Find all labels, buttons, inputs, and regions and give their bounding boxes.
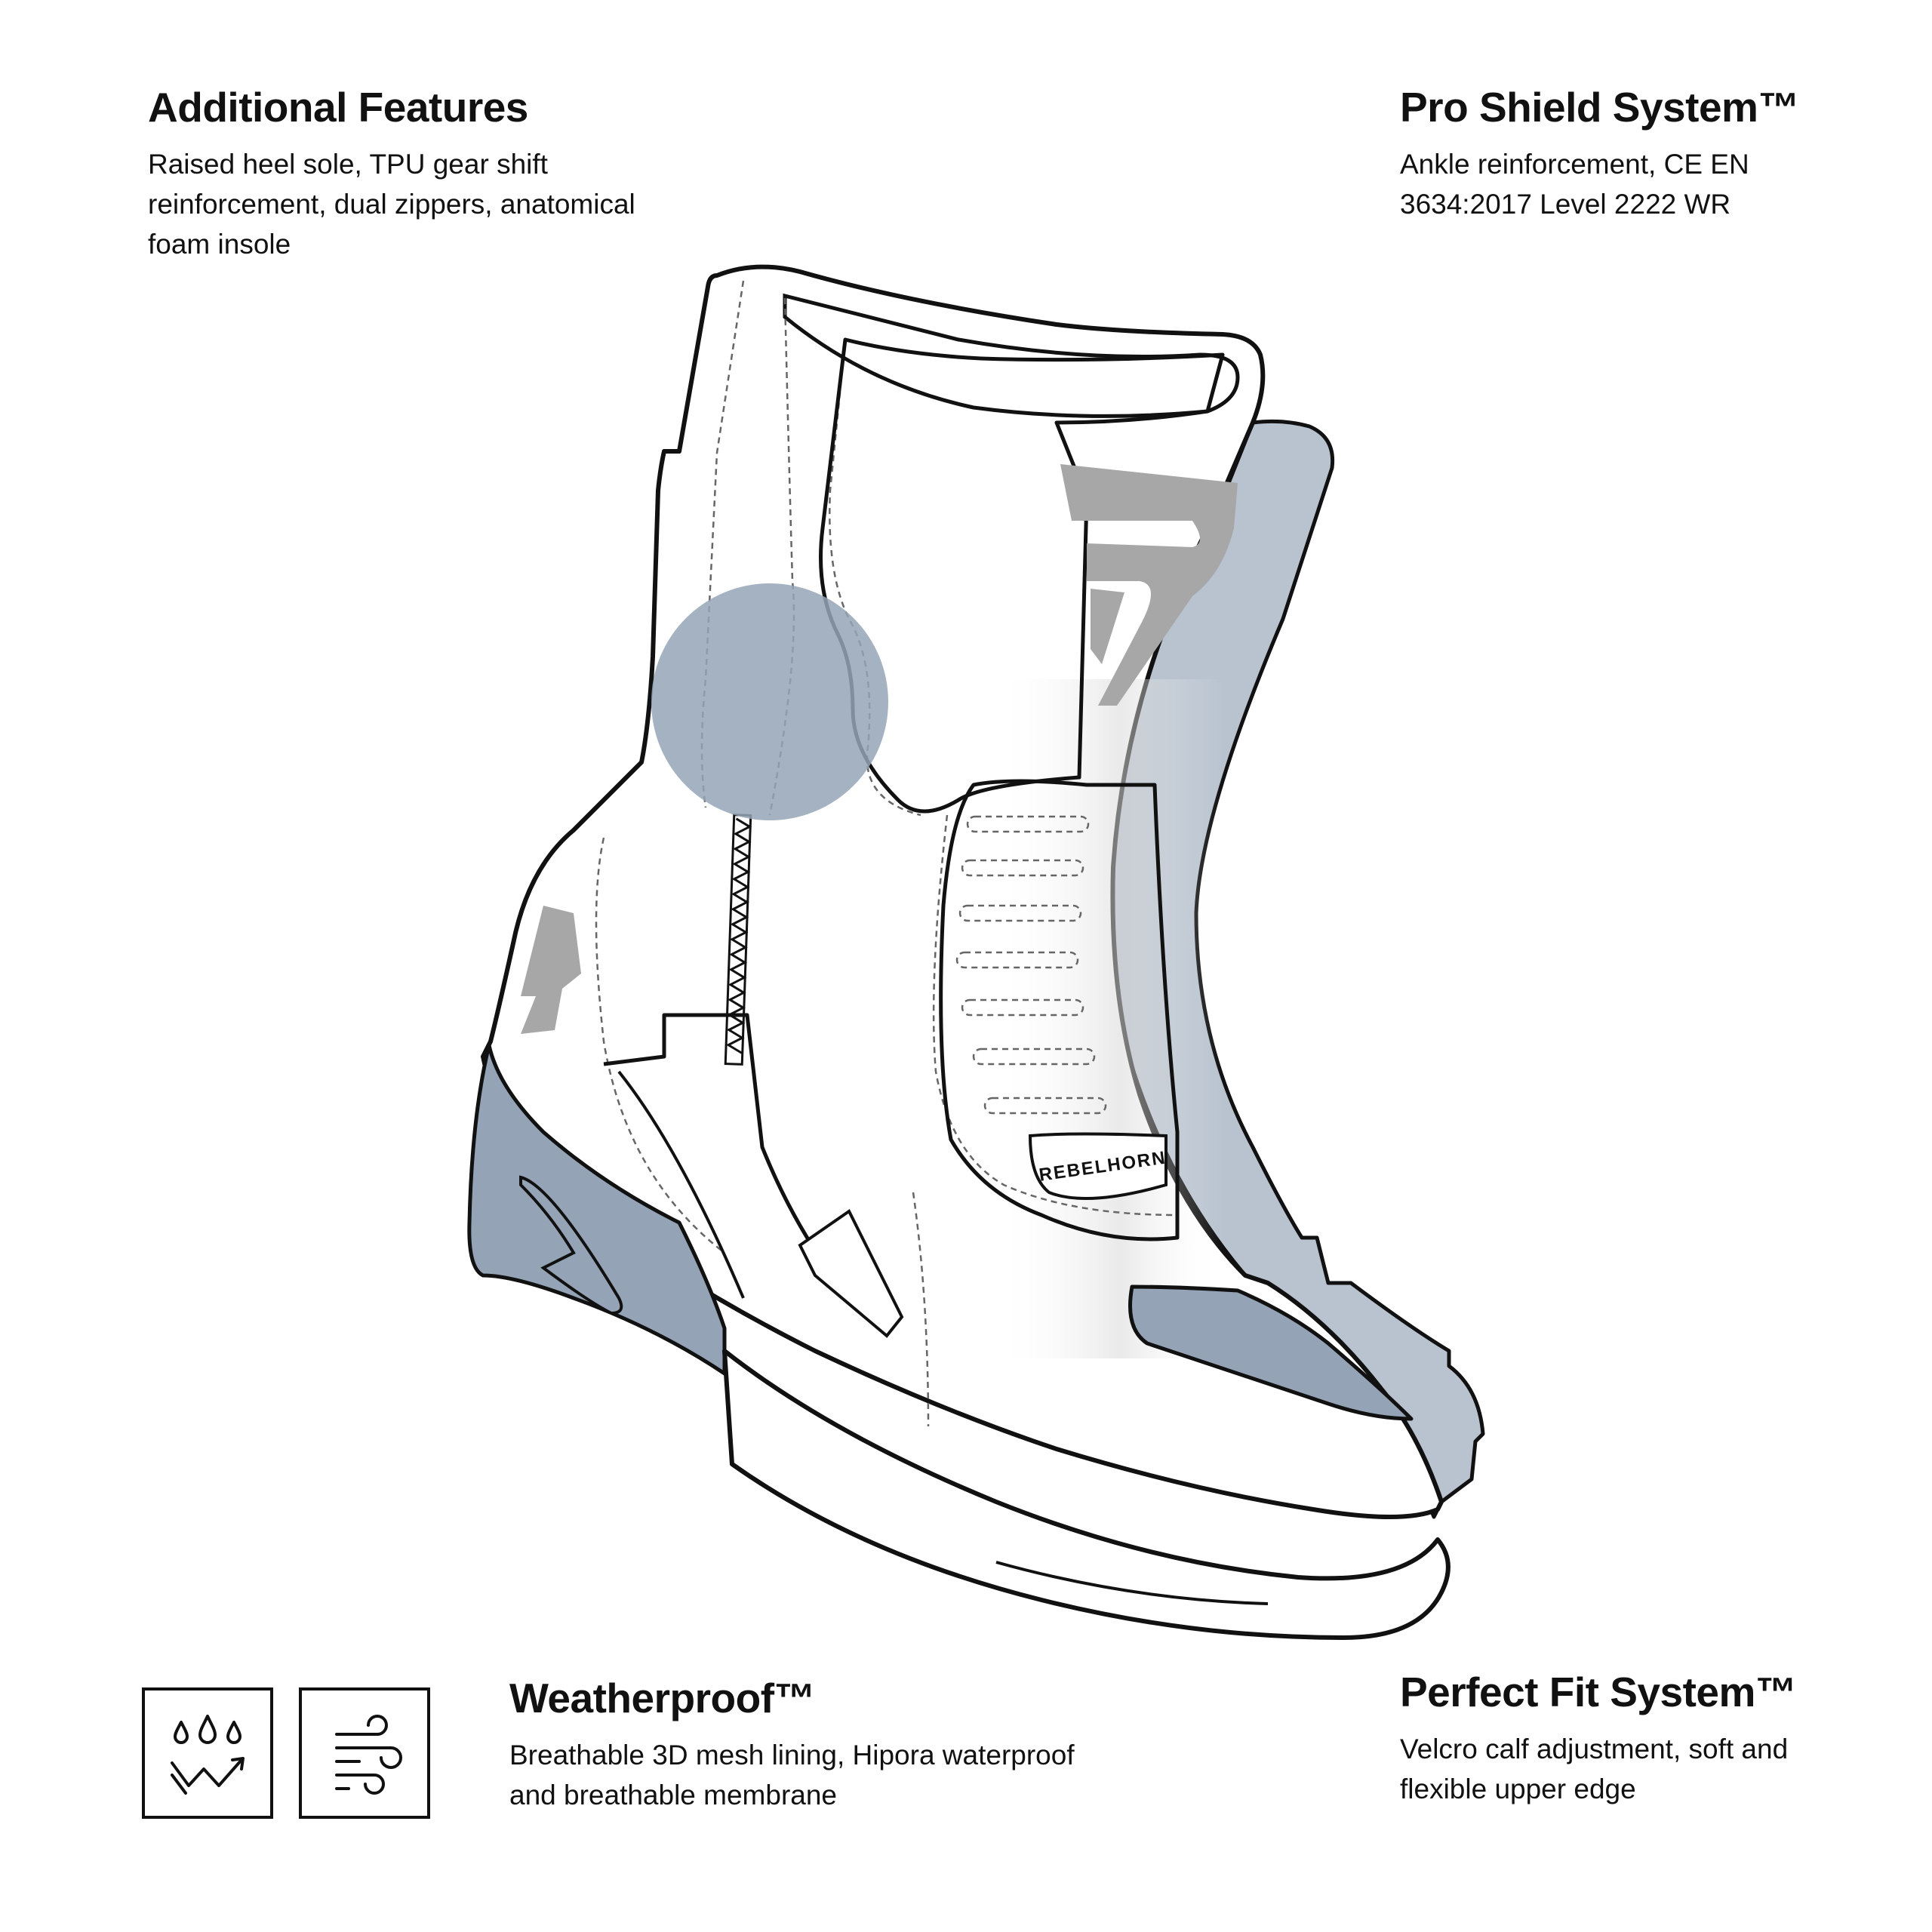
feature-additional-title: Additional Features [148, 84, 528, 131]
collar [783, 293, 1240, 418]
feature-pro-shield-title: Pro Shield System™ [1400, 84, 1799, 131]
heel-sole-groove [617, 1070, 745, 1299]
feature-weatherproof-title: Weatherproof™ [509, 1675, 816, 1721]
feature-weatherproof: Weatherproof™ Breathable 3D mesh lining,… [509, 1675, 1098, 1815]
feature-weatherproof-description: Breathable 3D mesh lining, Hipora waterp… [509, 1739, 1075, 1810]
heel-strap [798, 1209, 904, 1338]
outsole-edge [995, 1561, 1269, 1605]
feature-pro-shield-description: Ankle reinforcement, CE EN 3634:2017 Lev… [1400, 148, 1749, 220]
wind-airflow-icon [299, 1687, 430, 1819]
feature-additional: Additional Features Raised heel sole, TP… [148, 85, 676, 264]
feature-perfect-fit-description: Velcro calf adjustment, soft and flexibl… [1400, 1733, 1789, 1804]
stitching [595, 280, 1178, 1427]
boot-body [481, 264, 1444, 1519]
feature-perfect-fit: Perfect Fit System™ Velcro calf adjustme… [1400, 1669, 1853, 1809]
feature-pro-shield: Pro Shield System™ Ankle reinforcement, … [1400, 85, 1853, 224]
brand-badge [1028, 1132, 1168, 1200]
heel-sole-cutout [519, 1175, 623, 1315]
side-logo-icon [521, 906, 581, 1034]
shin-plate [939, 779, 1180, 1241]
vent-slots [955, 815, 1107, 1115]
heel-sole [467, 1043, 727, 1376]
feature-additional-description: Raised heel sole, TPU gear shift reinfor… [148, 148, 635, 260]
waterproof-drops-icon [142, 1687, 273, 1819]
ankle-shield-marker [651, 583, 888, 820]
feature-perfect-fit-title: Perfect Fit System™ [1400, 1669, 1797, 1715]
brand-logo-icon [1060, 464, 1238, 706]
toe-reinforcement [1128, 1284, 1414, 1421]
side-shading [996, 679, 1223, 1358]
outsole [722, 1349, 1451, 1640]
